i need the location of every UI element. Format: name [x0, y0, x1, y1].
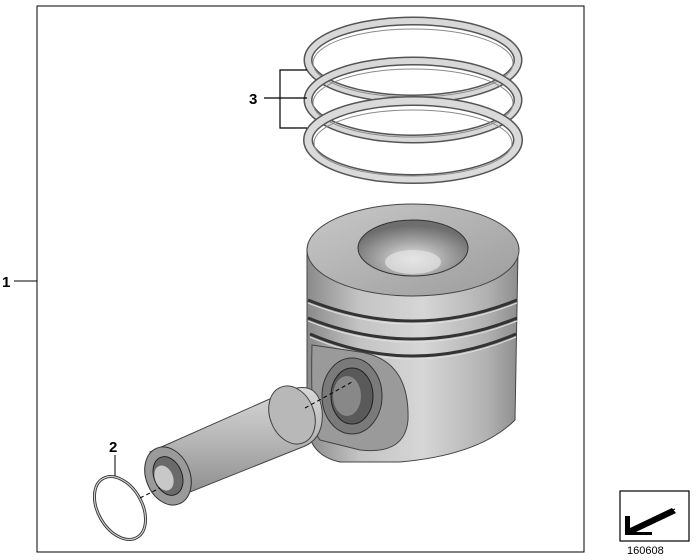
piston-rings	[303, 16, 523, 184]
assembly-frame	[36, 5, 585, 553]
callout-2-label: 2	[109, 439, 117, 456]
piston	[306, 203, 520, 463]
callout-3-piston-rings: 3	[249, 69, 307, 129]
callout-3-label: 3	[249, 91, 257, 108]
circlip	[92, 475, 161, 541]
view-direction-icon	[619, 490, 690, 542]
callout-1-piston-assembly: 1	[2, 274, 37, 291]
callout-2-circlip: 2	[109, 439, 117, 476]
piston-pin	[144, 381, 353, 506]
callout-1-label: 1	[2, 274, 10, 291]
image-code: 160608	[627, 545, 664, 557]
